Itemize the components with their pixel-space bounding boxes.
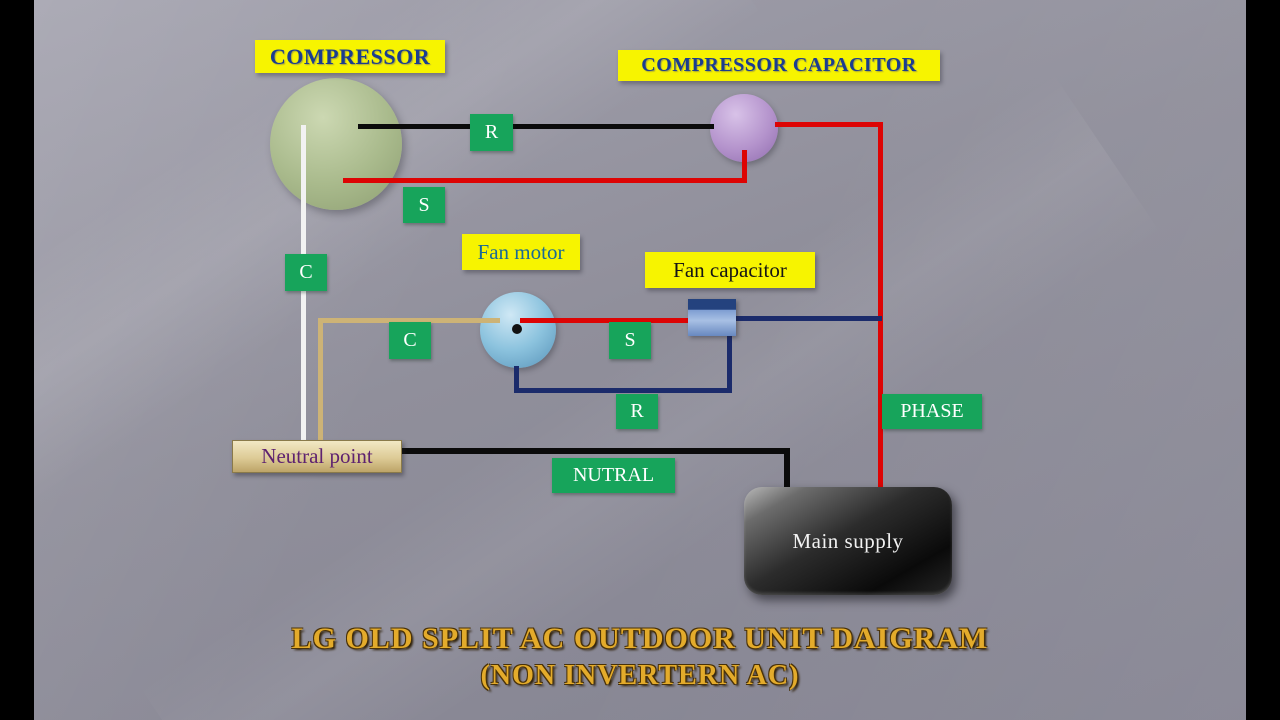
- wire-capacitor-drop-red: [742, 150, 747, 183]
- fan-capacitor-block: [688, 299, 736, 336]
- compressor-circle: [270, 78, 402, 210]
- wire-neutral-horizontal-black: [398, 448, 790, 454]
- main-supply-block: Main supply: [744, 487, 952, 595]
- compressor-capacitor-label: COMPRESSOR CAPACITOR: [618, 50, 940, 81]
- wire-fan-c-horizontal-tan: [318, 318, 500, 323]
- wire-fan-r-riser-navy: [727, 334, 732, 392]
- wire-fan-capacitor-to-phase-navy: [736, 316, 882, 321]
- wire-fan-r-drop-navy: [514, 366, 519, 392]
- neutral-point-plate: Neutral point: [232, 440, 402, 473]
- wire-compressor-s-red: [343, 178, 747, 183]
- wire-fan-s-red: [520, 318, 692, 323]
- terminal-neutral: NUTRAL: [552, 458, 675, 493]
- fan-capacitor-label: Fan capacitor: [645, 252, 815, 288]
- wire-capacitor-to-phase-red: [775, 122, 883, 127]
- diagram-title-line2: (NON INVERTERN AC): [480, 659, 800, 691]
- terminal-fan-r: R: [616, 394, 658, 429]
- terminal-compressor-c: C: [285, 254, 327, 291]
- wire-phase-vertical-red: [878, 122, 883, 492]
- terminal-phase: PHASE: [882, 394, 982, 429]
- wire-compressor-r-black: [358, 124, 714, 129]
- diagram-title-line1: LG OLD SPLIT AC OUTDOOR UNIT DAIGRAM: [291, 622, 989, 655]
- wire-fan-c-vertical-tan: [318, 318, 323, 455]
- letterbox-left: [0, 0, 34, 720]
- fan-motor-label: Fan motor: [462, 234, 580, 270]
- terminal-fan-c: C: [389, 322, 431, 359]
- terminal-fan-s: S: [609, 322, 651, 359]
- terminal-compressor-r: R: [470, 114, 513, 151]
- diagram-title: LG OLD SPLIT AC OUTDOOR UNIT DAIGRAM (NO…: [34, 620, 1246, 693]
- wire-neutral-drop-black: [784, 448, 790, 490]
- compressor-label: COMPRESSOR: [255, 40, 445, 73]
- terminal-compressor-s: S: [403, 187, 445, 223]
- fan-motor-terminal-dot: [512, 324, 522, 334]
- letterbox-right: [1246, 0, 1280, 720]
- wire-fan-r-horizontal-navy: [514, 388, 732, 393]
